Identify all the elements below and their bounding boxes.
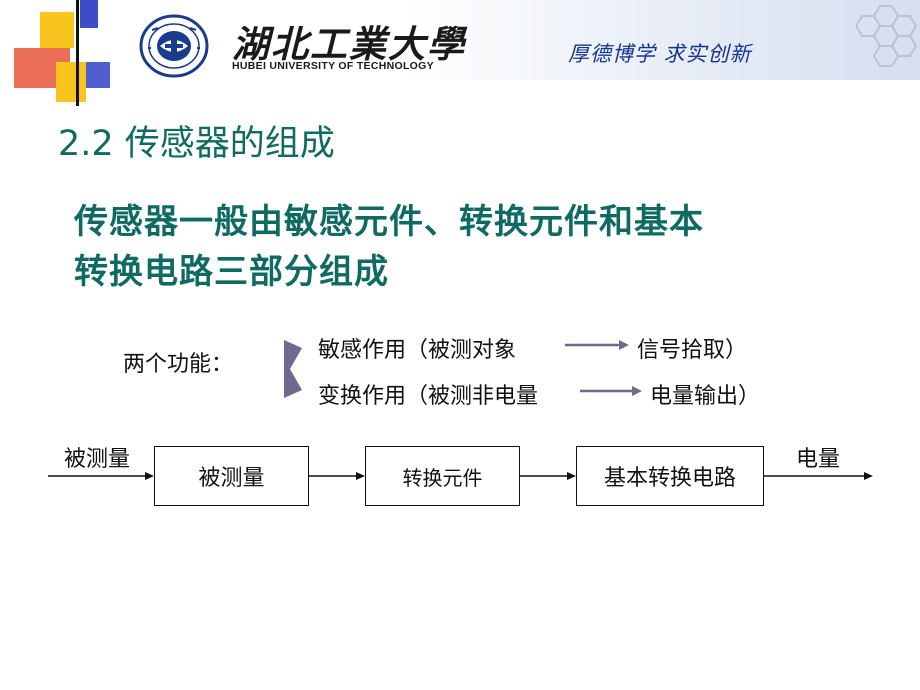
diagram-block-transducer: 转换元件 — [365, 446, 520, 506]
diagram-input-label: 被测量 — [64, 447, 131, 472]
function-item-2-right: 电量输出） — [650, 384, 761, 409]
diagram-block-conversion-circuit: 基本转换电路 — [576, 446, 764, 506]
hexagon-decoration-icon — [856, 5, 918, 67]
function-item-1-right: 信号拾取） — [637, 338, 748, 363]
function-item-1-left: 敏感作用（被测对象 — [318, 338, 517, 363]
decor-yellow-square-bottom — [56, 62, 86, 102]
university-logo-icon — [139, 14, 209, 78]
arrow-right-icon — [580, 386, 642, 396]
function-item-2-left: 变换作用（被测非电量 — [318, 384, 539, 409]
header-banner: 湖北工業大學 HUBEI UNIVERSITY OF TECHNOLOGY 厚德… — [0, 0, 920, 106]
university-motto: 厚德博学 求实创新 — [568, 42, 752, 66]
arrow-right-icon — [565, 340, 629, 350]
section-title: 2.2 传感器的组成 — [58, 124, 335, 164]
main-text-line-2: 转换电路三部分组成 — [74, 252, 389, 292]
main-text-line-1: 传感器一般由敏感元件、转换元件和基本 — [74, 202, 704, 242]
university-name-en: HUBEI UNIVERSITY OF TECHNOLOGY — [232, 60, 434, 72]
diagram-output-label: 电量 — [796, 447, 841, 472]
functions-label: 两个功能： — [123, 352, 234, 377]
decor-blue-square — [80, 0, 98, 28]
university-name-cn: 湖北工業大學 — [232, 22, 466, 66]
diagram-arrows — [48, 472, 873, 480]
diagram-block-measurand: 被测量 — [154, 446, 309, 506]
brace-icon — [284, 340, 302, 398]
decor-vertical-line — [76, 0, 79, 106]
decor-yellow-square-top — [40, 12, 74, 48]
